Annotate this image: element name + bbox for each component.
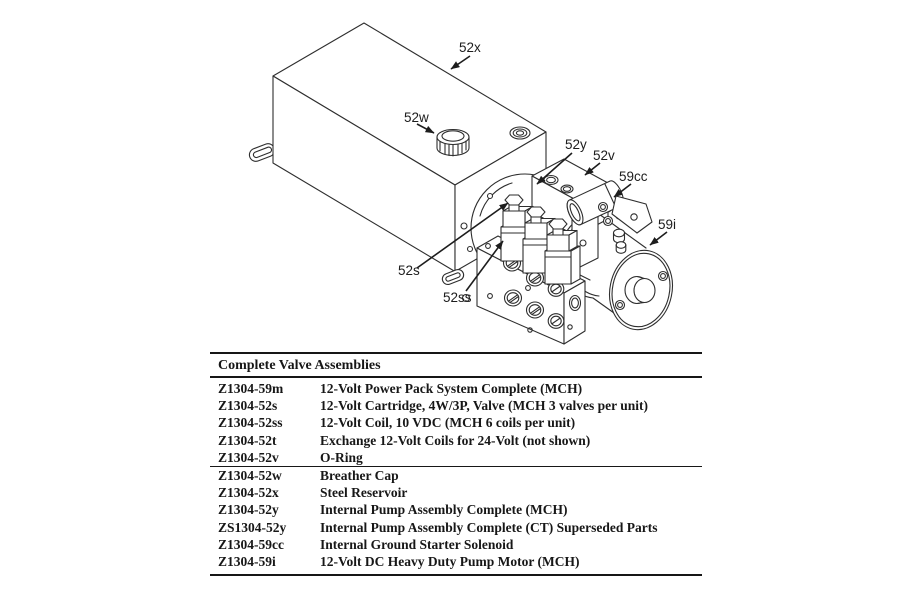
arrow-59i — [649, 231, 668, 246]
arrow-52w — [416, 123, 435, 134]
part-description: O-Ring — [320, 449, 363, 465]
part-description: Internal Pump Assembly Complete (CT) Sup… — [320, 519, 658, 535]
part-number: Z1304-52s — [218, 398, 278, 414]
part-description: Steel Reservoir — [320, 485, 408, 501]
part-number: Z1304-59cc — [218, 536, 284, 552]
table-row: Z1304-52t Exchange 12-Volt Coils for 24-V… — [210, 432, 702, 449]
part-number: Z1304-59m — [218, 381, 284, 396]
arrow-52x — [450, 55, 471, 70]
table-row: Z1304-52ss 12-Volt Coil, 10 VDC (MCH 6 co… — [210, 414, 702, 431]
label-52ss: 52ss — [443, 290, 472, 305]
part-number: Z1304-52t — [218, 432, 277, 448]
label-52x: 52x — [459, 40, 481, 55]
table-header: Complete Valve Assemblies — [210, 354, 702, 378]
table-row: Z1304-59m 12-Volt Power Pack System Compl… — [210, 380, 702, 397]
part-description: Internal Ground Starter Solenoid — [320, 536, 514, 552]
part-number: Z1304-52y — [218, 502, 279, 518]
part-description: Internal Pump Assembly Complete (MCH) — [320, 502, 568, 518]
part-description: Exchange 12-Volt Coils for 24-Volt (not … — [320, 432, 591, 448]
breather-cap-icon — [436, 128, 470, 157]
part-description: 12-Volt Coil, 10 VDC (MCH 6 coils per un… — [320, 415, 576, 431]
table-row: Z1304-52s 12-Volt Cartridge, 4W/3P, Valve… — [210, 397, 702, 414]
part-number: Z1304-52ss — [218, 415, 283, 431]
arrow-52ss — [465, 240, 504, 292]
arrow-52y — [536, 152, 573, 185]
part-number: Z1304-52x — [218, 485, 279, 501]
table-row: Z1304-52y Internal Pump Assembly Complete… — [210, 501, 702, 518]
table-row: Z1304-59cc Internal Ground Starter Soleno… — [210, 536, 702, 553]
valve-coil-3-icon — [544, 218, 581, 285]
part-number: Z1304-52v — [218, 449, 279, 465]
table-row: ZS1304-52y Internal Pump Assembly Complet… — [210, 519, 702, 536]
part-number: ZS1304-52y — [218, 519, 287, 535]
cartridge-valves-icon — [500, 194, 581, 285]
callouts: 52x 52w 52y 52v 59cc 59i 52s 52ss — [398, 40, 676, 305]
label-59cc: 59cc — [619, 169, 648, 184]
parts-diagram: 52x 52w 52y 52v 59cc 59i 52s 52ss — [248, 22, 676, 345]
part-description: Breather Cap — [320, 468, 399, 484]
table-row: Z1304-52w Breather Cap — [210, 466, 702, 484]
right-mounting-bracket-icon — [441, 268, 471, 303]
table-body: Z1304-59m 12-Volt Power Pack System Compl… — [210, 378, 702, 574]
part-description: 12-Volt DC Heavy Duty Pump Motor (MCH) — [320, 554, 580, 570]
filler-plug-icon — [509, 126, 531, 140]
starter-solenoid-icon — [566, 180, 653, 254]
label-52w: 52w — [404, 110, 429, 125]
arrow-52v — [584, 162, 601, 176]
label-52s: 52s — [398, 263, 420, 278]
part-description: 12-Volt Cartridge, 4W/3P, Valve (MCH 3 v… — [320, 398, 648, 414]
parts-table: Complete Valve Assemblies Z1304-59m 12-Vo… — [210, 352, 702, 577]
part-number: Z1304-59i — [218, 554, 276, 570]
arrow-59cc — [613, 183, 632, 198]
label-59i: 59i — [658, 217, 676, 232]
part-number: Z1304-52w — [218, 468, 282, 484]
table-row: Z1304-52x Steel Reservoir — [210, 484, 702, 501]
table-row: Z1304-59i 12-Volt DC Heavy Duty Pump Moto… — [210, 553, 702, 570]
arrow-52s — [416, 202, 509, 269]
left-mounting-bracket-icon — [248, 143, 276, 162]
label-52v: 52v — [593, 148, 615, 163]
label-52y: 52y — [565, 137, 587, 152]
table-row: Z1304-52v O-Ring — [210, 449, 702, 466]
part-description: 12-Volt Power Pack System Complete (MCH) — [320, 381, 583, 396]
